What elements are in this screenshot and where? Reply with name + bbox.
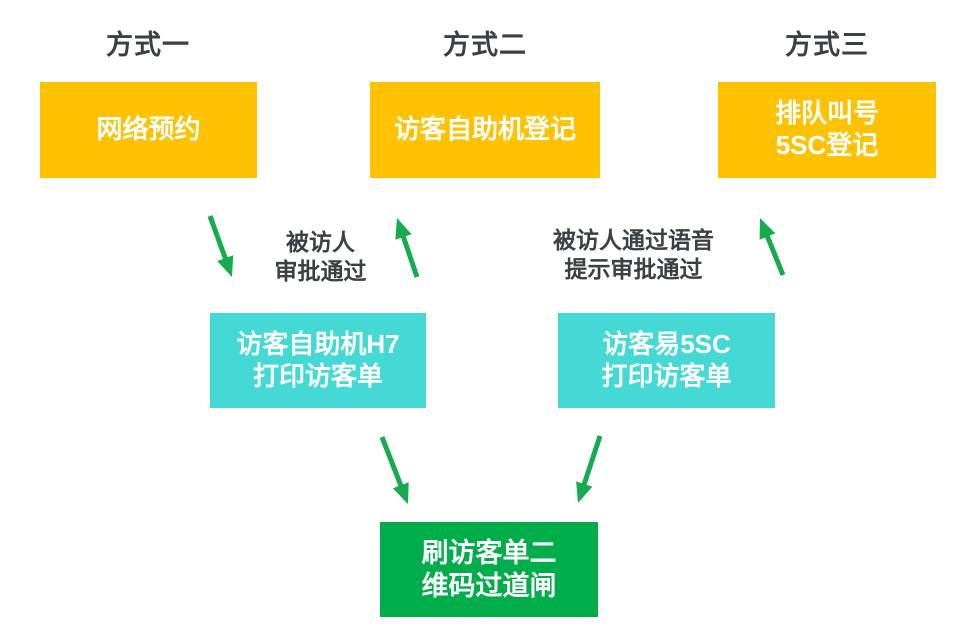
arrow-h7-to-gate — [379, 436, 409, 504]
node-entry-online-label: 网络预约 — [96, 114, 201, 145]
node-entry-online[interactable]: 网络预约 — [40, 82, 257, 178]
edge-label-approval-text: 被访人 审批通过 — [274, 229, 367, 285]
column-title-method-three: 方式三 — [785, 30, 869, 60]
node-print-h7-label: 访客自助机H7 打印访客单 — [236, 328, 400, 391]
node-print-5sc[interactable]: 访客易5SC 打印访客单 — [558, 313, 775, 408]
edge-label-voice-approval-text: 被访人通过语音 提示审批通过 — [553, 227, 714, 283]
edge-label-voice-approval: 被访人通过语音 提示审批通过 — [526, 226, 741, 285]
node-entry-queue[interactable]: 排队叫号 5SC登记 — [718, 82, 936, 178]
edge-label-approval: 被访人 审批通过 — [254, 228, 387, 287]
arrow-5sc-to-gate — [576, 435, 603, 503]
arrow-kiosk-to-h7 — [395, 218, 420, 278]
node-print-5sc-label: 访客易5SC 打印访客单 — [601, 328, 732, 391]
column-title-method-one: 方式一 — [106, 30, 190, 60]
column-title-method-two: 方式二 — [443, 30, 527, 60]
node-entry-kiosk[interactable]: 访客自助机登记 — [370, 82, 600, 178]
arrow-online-to-h7 — [207, 215, 234, 277]
node-gate-scan-label: 刷访客单二 维码过道闸 — [421, 537, 557, 601]
arrow-queue-to-5sc — [759, 218, 786, 276]
node-entry-queue-label: 排队叫号 5SC登记 — [774, 98, 879, 160]
node-entry-kiosk-label: 访客自助机登记 — [393, 114, 576, 145]
node-gate-scan[interactable]: 刷访客单二 维码过道闸 — [380, 522, 598, 617]
node-print-h7[interactable]: 访客自助机H7 打印访客单 — [210, 313, 426, 408]
